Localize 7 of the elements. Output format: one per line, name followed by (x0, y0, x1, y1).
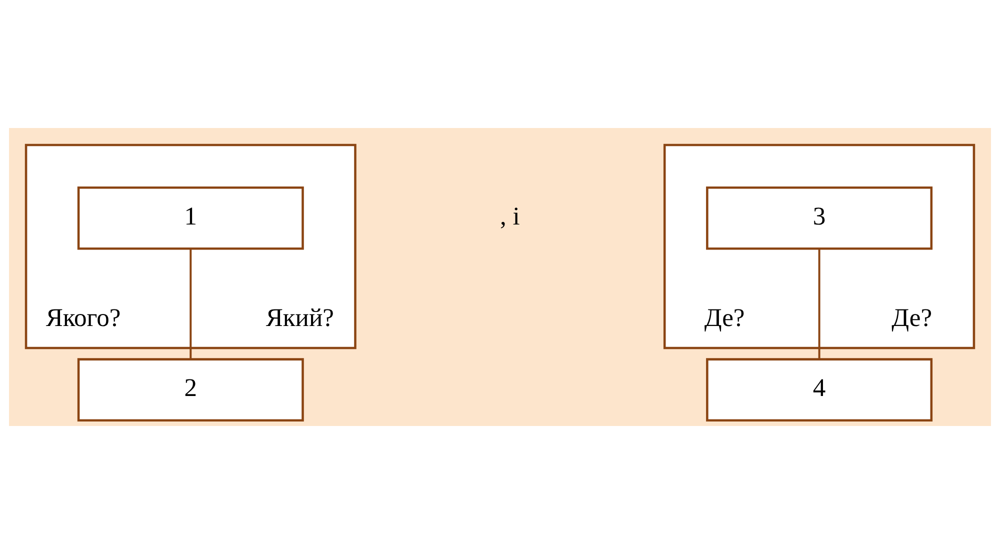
node-box: 3 (706, 186, 933, 250)
connector (818, 248, 820, 358)
node-box: 4 (706, 358, 933, 421)
connector (190, 248, 192, 358)
label: , і (500, 200, 520, 230)
node-box: 1 (77, 186, 304, 250)
node-box: 2 (77, 358, 304, 421)
